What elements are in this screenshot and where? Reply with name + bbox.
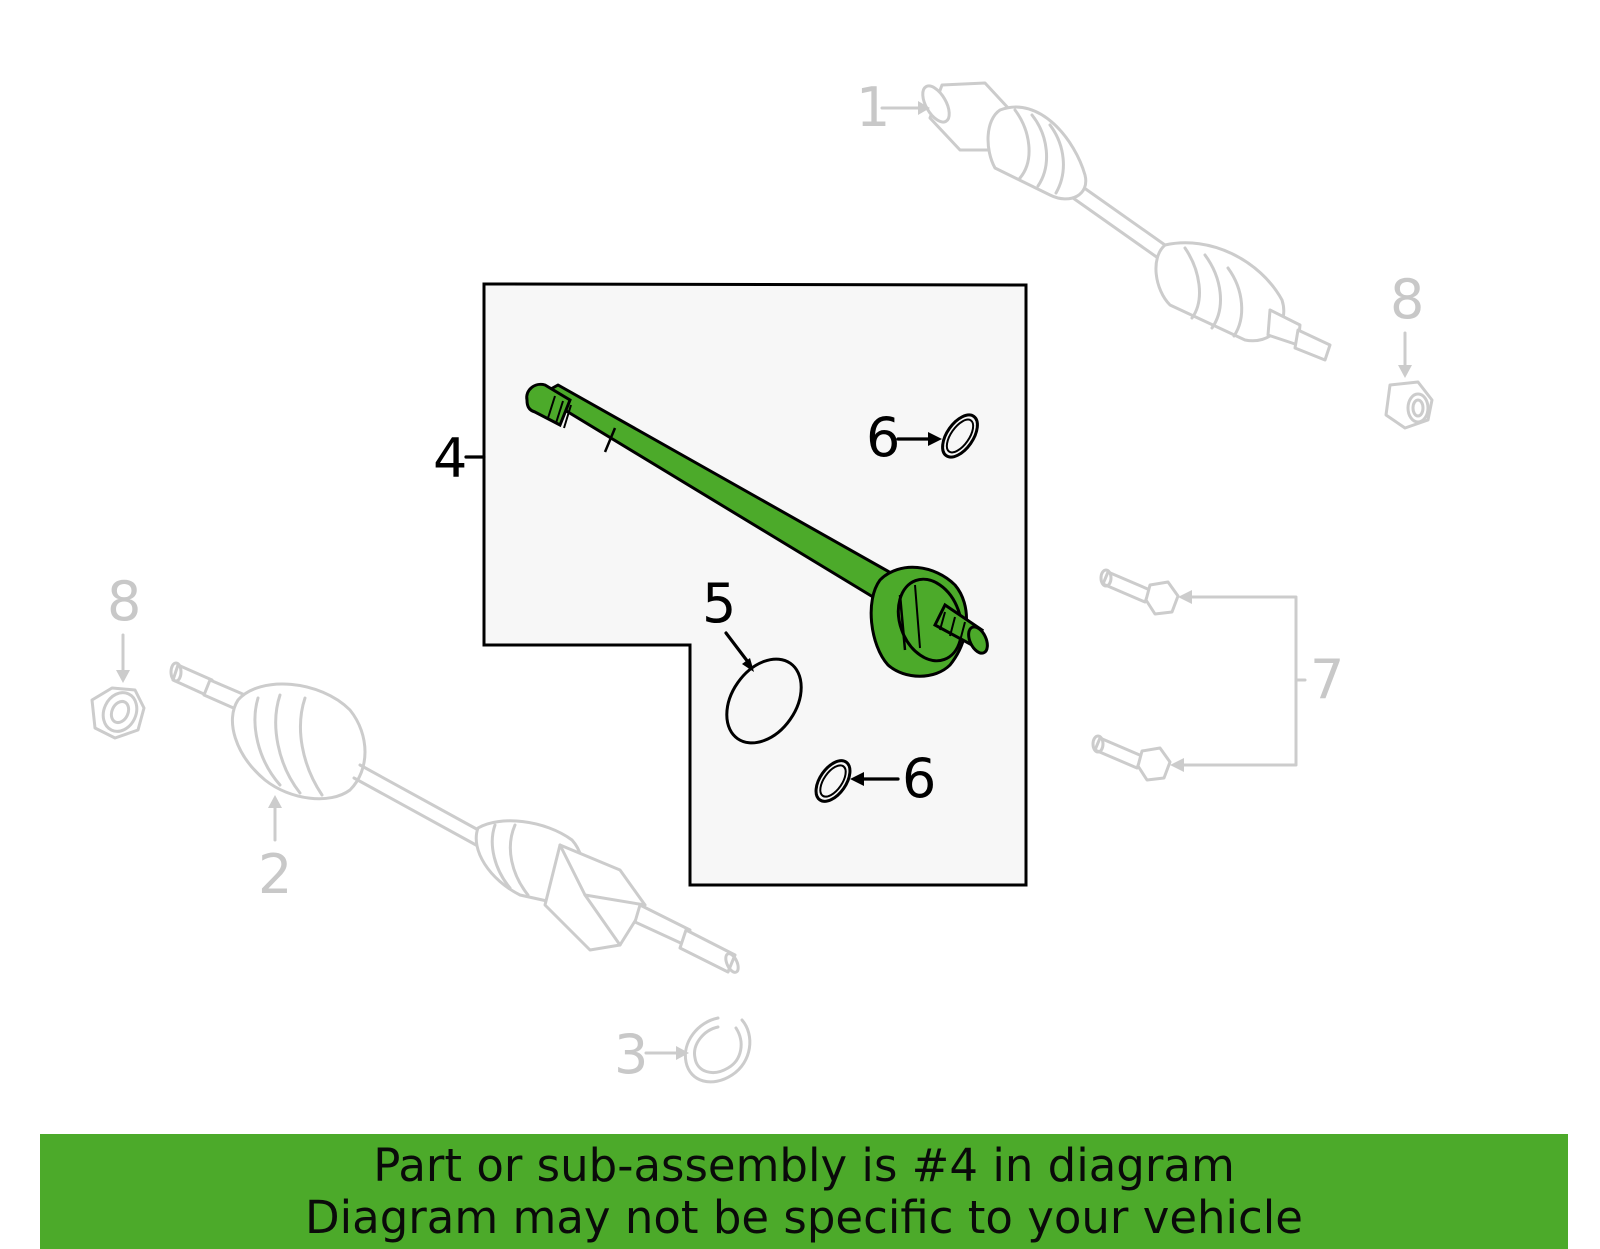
callout-8-right: 8 [1390,268,1424,331]
arrow-8-right [1398,365,1412,378]
part-6-seal-bottom [814,759,852,803]
arrow-3 [676,1046,689,1060]
callout-6-bottom: 6 [902,747,936,810]
callout-6-top: 6 [866,406,900,469]
callout-5: 5 [702,572,736,635]
arrow-6-bottom [850,772,864,786]
part-8-nut-left [90,686,146,740]
part-1-axle-shaft [921,81,1332,362]
banner-line-1: Part or sub-assembly is #4 in diagram [373,1138,1235,1192]
callout-3: 3 [614,1023,648,1086]
info-banner: Part or sub-assembly is #4 in diagram Di… [40,1134,1568,1249]
part-5-o-ring [725,657,803,745]
callout-8-left: 8 [107,570,141,633]
arrow-8-left [116,670,130,683]
callout-7: 7 [1310,648,1344,711]
arrow-5 [742,658,754,672]
part-7-bolt-lower [1091,734,1172,782]
banner-line-2: Diagram may not be specific to your vehi… [305,1190,1303,1244]
part-6-seal-top [941,413,979,459]
part-3-snap-ring [683,1016,752,1084]
arrow-1 [918,101,930,115]
part-7-bolt-upper [1099,568,1180,616]
callout-2: 2 [258,843,292,906]
bracket-7 [1170,590,1307,772]
part-2-axle-shaft [169,661,740,974]
part-8-nut-right [1384,380,1434,430]
callout-4: 4 [433,427,467,490]
arrow-2 [268,795,282,808]
arrow-6-top [928,432,942,446]
part-4-inner-shaft [525,382,989,678]
